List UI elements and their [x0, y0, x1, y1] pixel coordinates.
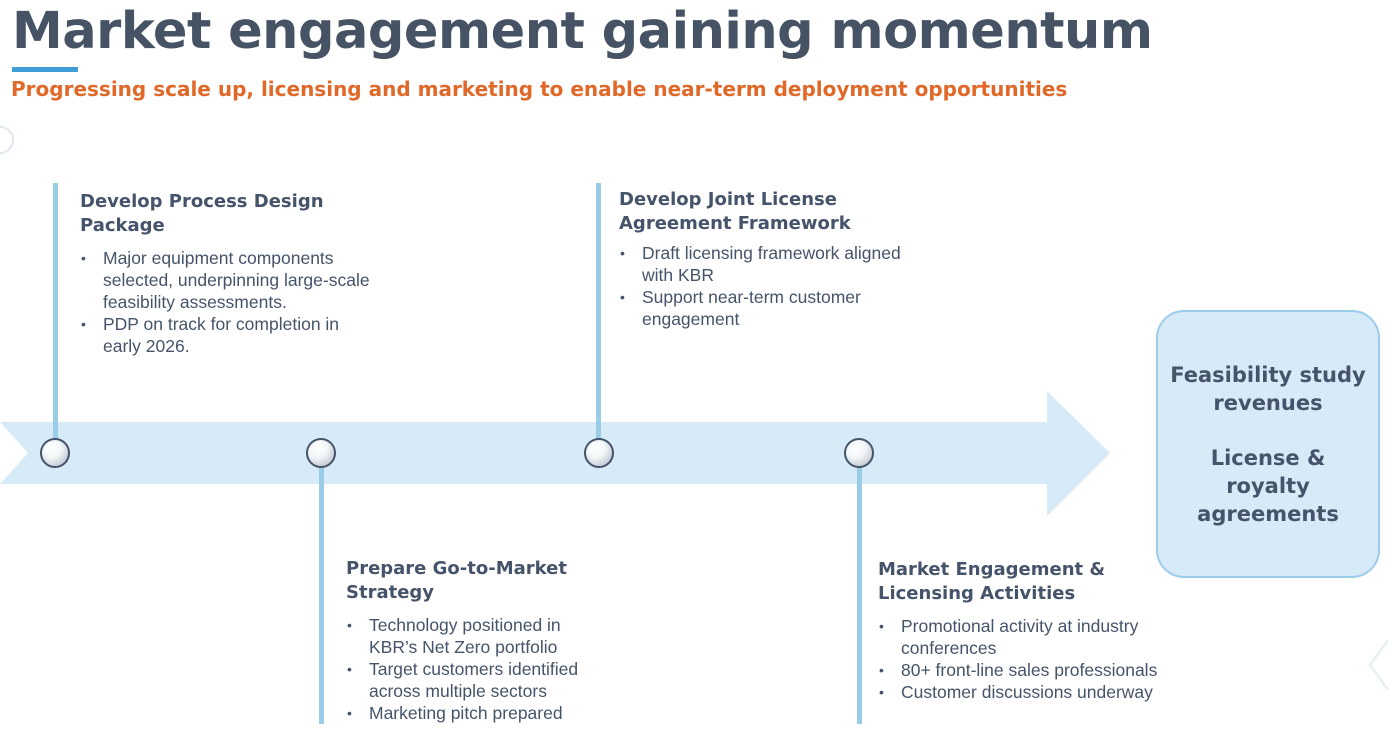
list-item: • Target customers identified across mult… [346, 658, 611, 702]
outcome-feasibility-revenues: Feasibility study revenues [1170, 362, 1366, 415]
milestone-title: Develop Joint License Agreement Framewor… [619, 189, 851, 234]
milestone-marker-1 [40, 438, 70, 468]
milestone-bullets: • Major equipment components selected, un… [80, 247, 380, 357]
decorative-chevron-icon [1368, 640, 1389, 690]
bullet-text: Target customers identified across multi… [369, 659, 579, 701]
list-item: • Technology positioned in KBR’s Net Zero… [346, 614, 611, 658]
bullet-text: Major equipment components selected, und… [103, 248, 370, 312]
list-item: • PDP on track for completion in early 20… [80, 313, 380, 357]
bullet-icon: • [347, 705, 352, 721]
bullet-icon: • [879, 662, 884, 678]
bullet-icon: • [879, 684, 884, 700]
title-underline [12, 67, 78, 72]
list-item: • Draft licensing framework aligned with … [619, 242, 909, 286]
connector-line-1 [53, 183, 58, 445]
list-item: • Promotional activity at industry confer… [878, 615, 1188, 659]
milestone-block-process-design: Develop Process Design Package • Major eq… [80, 190, 380, 357]
bullet-icon: • [620, 289, 625, 305]
milestone-title: Market Engagement & Licensing Activities [878, 559, 1106, 604]
milestone-bullets: • Technology positioned in KBR’s Net Zero… [346, 614, 611, 724]
list-item: • 80+ front-line sales professionals [878, 659, 1188, 681]
milestone-title: Develop Process Design Package [80, 191, 324, 236]
bullet-text: Support near-term customer engagement [642, 287, 861, 329]
milestone-title: Prepare Go-to-Market Strategy [346, 558, 567, 603]
bullet-icon: • [620, 245, 625, 261]
bullet-text: Technology positioned in KBR’s Net Zero … [369, 615, 561, 657]
bullet-icon: • [81, 316, 86, 332]
bullet-text: Draft licensing framework aligned with K… [642, 243, 901, 285]
list-item: • Support near-term customer engagement [619, 286, 909, 330]
bullet-text: PDP on track for completion in early 202… [103, 314, 340, 356]
milestone-marker-3 [584, 438, 614, 468]
milestone-block-market-engagement: Market Engagement & Licensing Activities… [878, 558, 1188, 703]
outcome-license-agreements: License & royalty agreements [1197, 445, 1339, 526]
milestone-block-go-to-market: Prepare Go-to-Market Strategy • Technolog… [346, 557, 611, 724]
milestone-bullets: • Promotional activity at industry confer… [878, 615, 1188, 703]
bullet-text: Promotional activity at industry confere… [901, 616, 1139, 658]
bullet-icon: • [347, 617, 352, 633]
bullet-text: Marketing pitch prepared [369, 703, 563, 723]
connector-line-3 [596, 183, 601, 445]
list-item: • Customer discussions underway [878, 681, 1188, 703]
bullet-text: 80+ front-line sales professionals [901, 660, 1158, 680]
connector-line-4 [857, 462, 862, 724]
bullet-icon: • [879, 618, 884, 634]
milestone-bullets: • Draft licensing framework aligned with … [619, 242, 909, 330]
milestone-marker-2 [306, 438, 336, 468]
page-subtitle: Progressing scale up, licensing and mark… [11, 77, 1068, 101]
page-title: Market engagement gaining momentum [12, 2, 1153, 61]
list-item: • Marketing pitch prepared [346, 702, 611, 724]
connector-line-2 [319, 462, 324, 724]
milestone-marker-4 [844, 438, 874, 468]
bullet-icon: • [81, 250, 86, 266]
list-item: • Major equipment components selected, un… [80, 247, 380, 313]
milestone-block-joint-license: Develop Joint License Agreement Framewor… [619, 188, 909, 330]
outcome-box: Feasibility study revenues License & roy… [1156, 310, 1380, 578]
bullet-text: Customer discussions underway [901, 682, 1153, 702]
bullet-icon: • [347, 661, 352, 677]
